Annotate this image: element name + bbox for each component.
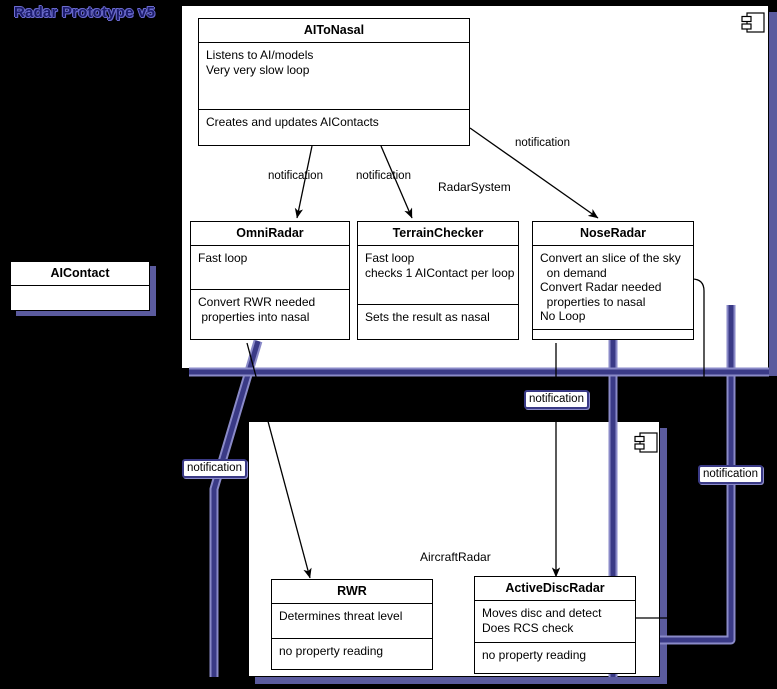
class-name-rwr: RWR (272, 580, 432, 604)
class-box-omniradar[interactable]: OmniRadar Fast loop Convert RWR needed p… (190, 221, 350, 340)
link-label-notification-boxed-active: notification (524, 390, 589, 409)
attr-line: Fast loop (198, 251, 248, 265)
class-operations-omniradar: Convert RWR needed properties into nasal (191, 289, 349, 339)
link-label-notification-terrainchecker: notification (356, 170, 411, 182)
class-name-aitonasal: AIToNasal (199, 19, 469, 43)
link-label-notification-boxed-rwr: notification (182, 459, 247, 478)
attr-line: Does RCS check (482, 620, 574, 635)
attr-line: Moves disc and detect (482, 606, 602, 620)
class-name-activediscradar: ActiveDiscRadar (475, 577, 635, 601)
class-attributes-rwr: Determines threat level (272, 604, 432, 638)
class-operations-rwr: no property reading (272, 638, 432, 669)
component-icon (634, 432, 658, 453)
attr-line: Determines threat level (279, 609, 403, 623)
attr-line: Very very slow loop (206, 62, 310, 77)
class-box-aicontact[interactable]: AIContact (10, 261, 150, 311)
attr-line: on demand (540, 265, 607, 280)
class-operations-noseradar (533, 328, 693, 340)
class-operations-aitonasal: Creates and updates AIContacts (199, 109, 469, 145)
op-line: no property reading (279, 644, 384, 658)
attr-line: Convert an slice of the sky (540, 251, 681, 265)
op-line: Sets the result as nasal (365, 310, 490, 324)
attr-line: Listens to AI/models (206, 48, 314, 62)
op-line: Convert RWR needed (198, 295, 316, 309)
op-line: Creates and updates AIContacts (206, 115, 379, 129)
attr-line: properties to nasal (540, 294, 646, 309)
page-title: Radar Prototype v5 (14, 4, 156, 21)
class-attributes-aicontact (11, 286, 149, 310)
attr-line: checks 1 AIContact per loop (365, 265, 515, 280)
class-operations-activediscradar: no property reading (475, 642, 635, 673)
attr-line: No Loop (540, 309, 586, 323)
class-name-omniradar: OmniRadar (191, 222, 349, 246)
class-operations-terrainchecker: Sets the result as nasal (358, 304, 518, 339)
class-name-terrainchecker: TerrainChecker (358, 222, 518, 246)
op-line: properties into nasal (198, 309, 310, 324)
op-line: no property reading (482, 648, 587, 662)
link-label-notification-boxed-right: notification (698, 465, 763, 484)
link-label-notification-omniradar: notification (268, 170, 323, 182)
class-box-noseradar[interactable]: NoseRadar Convert an slice of the sky on… (532, 221, 694, 340)
attr-line: Convert Radar needed (540, 280, 662, 294)
class-name-aicontact: AIContact (11, 262, 149, 286)
class-name-noseradar: NoseRadar (533, 222, 693, 246)
class-attributes-omniradar: Fast loop (191, 246, 349, 289)
class-box-rwr[interactable]: RWR Determines threat level no property … (271, 579, 433, 670)
attr-line: Fast loop (365, 251, 415, 265)
link-label-notification-noseradar: notification (515, 137, 570, 149)
radar-system-package-label: RadarSystem (438, 180, 511, 194)
aircraft-radar-package-label: AircraftRadar (420, 550, 491, 564)
component-icon (741, 12, 765, 33)
